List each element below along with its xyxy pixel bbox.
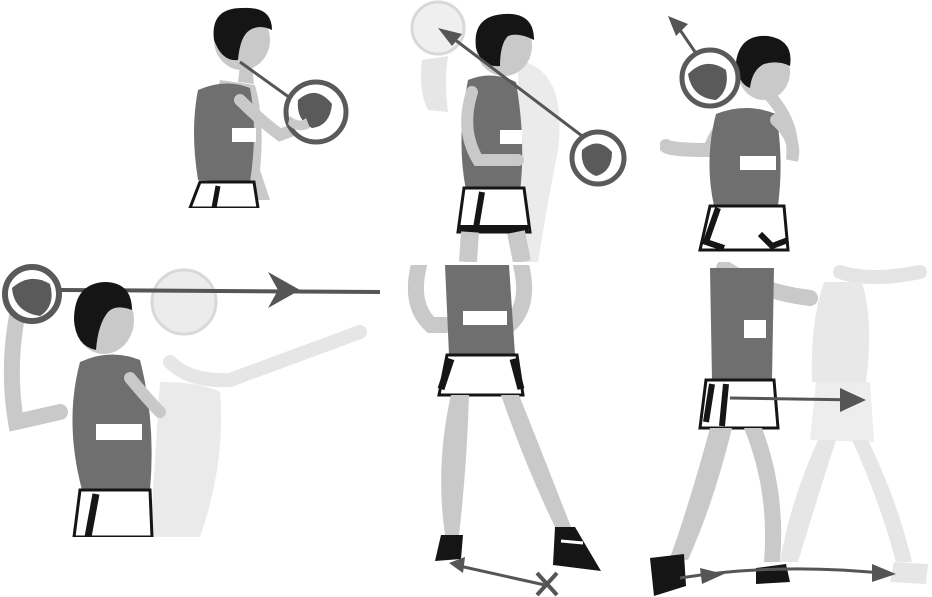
left-shoe <box>650 554 686 596</box>
shirt-number-patch <box>500 130 522 144</box>
athlete-figure <box>416 265 601 571</box>
athlete-shirt <box>72 354 151 490</box>
foot-placement-line <box>455 565 545 585</box>
shot-put-ball <box>682 50 738 106</box>
panel-ball-over-shoulder <box>660 10 820 260</box>
athlete-shirt <box>445 265 515 355</box>
arrow-head-up-left <box>668 16 688 36</box>
ghost-figure <box>780 272 928 584</box>
panel-throw-forward <box>0 262 380 537</box>
athlete-figure <box>190 8 298 208</box>
shirt-number-patch <box>232 128 256 142</box>
panel-weight-shift <box>640 262 932 597</box>
shirt-number-patch <box>744 320 766 338</box>
shot-put-ball <box>5 267 59 321</box>
left-shoe <box>435 535 463 561</box>
shot-put-ball <box>286 82 346 142</box>
shirt-number-patch <box>740 156 776 170</box>
panel-ball-at-chest <box>180 0 380 208</box>
right-shoe <box>553 527 601 571</box>
shot-put-ball <box>572 132 624 184</box>
right-shoe <box>756 564 790 584</box>
panel-lift-ball-up <box>408 0 640 262</box>
shirt-number-patch <box>96 424 142 440</box>
panel-stance <box>405 265 620 597</box>
shirt-number-patch <box>463 311 507 325</box>
ghost-figure <box>150 270 360 537</box>
arrow-head-right <box>700 568 724 584</box>
